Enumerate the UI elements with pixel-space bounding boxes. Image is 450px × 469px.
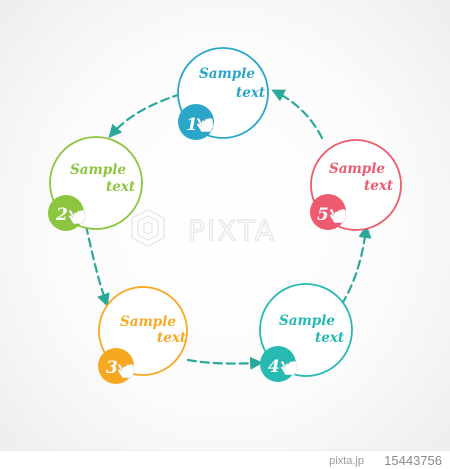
cycle-step-3: Sample text 3 bbox=[98, 286, 188, 384]
watermark-logo-icon bbox=[131, 209, 165, 247]
step-4-number: 4 bbox=[268, 357, 280, 377]
step-3-label-line2: text bbox=[157, 330, 187, 346]
step-3-number: 3 bbox=[106, 358, 118, 378]
arrow-5-to-1 bbox=[271, 89, 324, 140]
cycle-step-1: Sample text 1 bbox=[177, 47, 269, 140]
footer-bar: pixta.jp 15443756 bbox=[0, 450, 450, 469]
cycle-step-2: Sample text 2 bbox=[48, 136, 143, 231]
step-5-label-line1: Sample bbox=[329, 161, 385, 177]
arrow-1-to-2 bbox=[108, 92, 183, 138]
step-3-label-line1: Sample bbox=[120, 314, 176, 330]
step-2-label-line1: Sample bbox=[70, 162, 126, 178]
step-1-label-line2: text bbox=[236, 85, 266, 101]
step-2-number: 2 bbox=[55, 205, 68, 225]
watermark: PIXTA bbox=[131, 209, 276, 248]
arrow-3-to-4 bbox=[186, 356, 264, 370]
arrow-2-to-3 bbox=[84, 224, 110, 307]
cycle-step-4: Sample text 4 bbox=[259, 283, 353, 382]
step-4-label-line1: Sample bbox=[279, 313, 335, 329]
step-4-label-line2: text bbox=[315, 330, 345, 346]
cycle-step-5: Sample text 5 bbox=[310, 139, 402, 231]
arrow-4-to-5 bbox=[340, 224, 372, 306]
cycle-arrows bbox=[84, 89, 372, 370]
step-2-label-line2: text bbox=[106, 179, 136, 195]
step-1-number: 1 bbox=[186, 115, 198, 135]
footer-image-id: 15443756 bbox=[384, 453, 442, 468]
step-5-label-line2: text bbox=[364, 178, 394, 194]
watermark-text: PIXTA bbox=[188, 214, 276, 247]
footer-site-text: pixta.jp bbox=[329, 455, 364, 467]
step-1-label-line1: Sample bbox=[199, 66, 255, 82]
step-5-number: 5 bbox=[317, 205, 329, 225]
